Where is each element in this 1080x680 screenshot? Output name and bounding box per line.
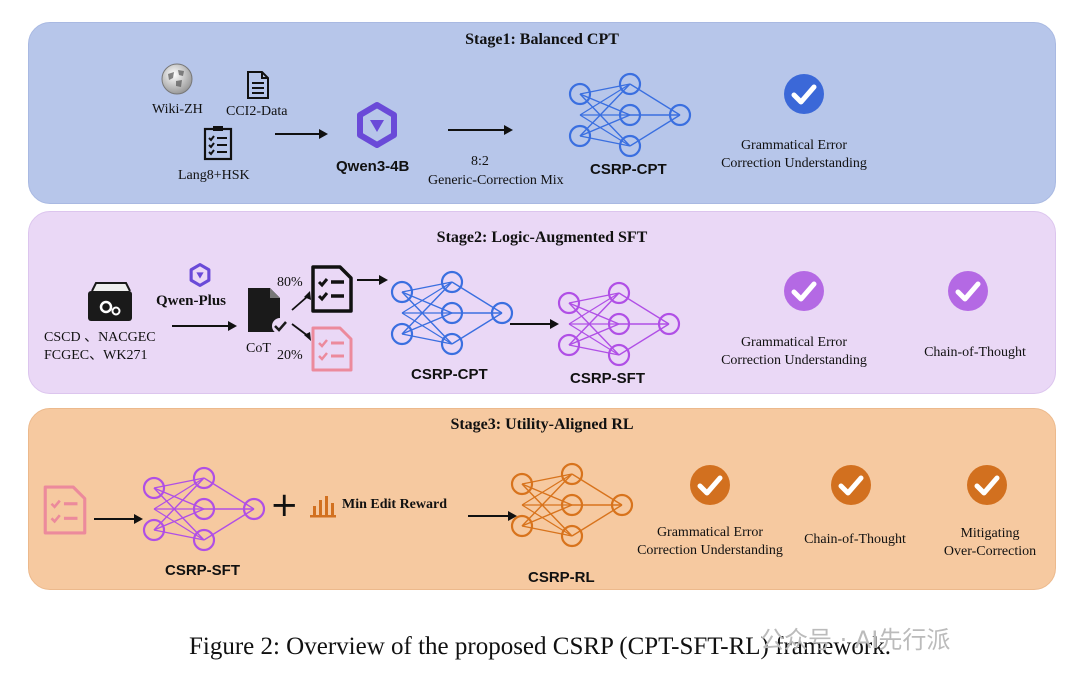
qwen3-4b-label: Qwen3-4B: [336, 158, 410, 175]
csrp-sft-network-icon: [557, 281, 681, 367]
wiki-zh-label: Wiki-ZH: [152, 102, 203, 117]
stage1-panel: Stage1: Balanced CPT: [28, 22, 1056, 204]
document-icon: [247, 71, 269, 99]
check-circle-icon: [948, 271, 988, 311]
stage3-csrp-sft-label: CSRP-SFT: [165, 562, 240, 579]
csrp-cpt-network-icon: [568, 72, 692, 158]
pct-low-label: 20%: [277, 348, 303, 363]
cci2-data-label: CCI2-Data: [226, 104, 288, 119]
checklist-pink-icon: [311, 326, 353, 372]
arrow-icon: [94, 514, 143, 524]
watermark: 公众号 · AI先行派: [760, 626, 951, 654]
min-edit-reward-label: Min Edit Reward: [342, 497, 447, 512]
lang8-hsk-label: Lang8+HSK: [178, 168, 250, 183]
csrp-sft-network-icon: [142, 466, 266, 552]
stage2-csrp-cpt-label: CSRP-CPT: [411, 366, 488, 383]
arrow-icon: [357, 275, 388, 285]
arrow-icon: [468, 511, 517, 521]
stage3-title: Stage3: Utility-Aligned RL: [450, 416, 634, 433]
csrp-rl-network-icon: [510, 462, 634, 548]
pct-high-label: 80%: [277, 275, 303, 290]
stage2-capability1-line2: Correction Understanding: [721, 353, 867, 368]
mix-ratio-label: 8:2: [471, 154, 489, 169]
qwen-plus-label: Qwen-Plus: [156, 293, 227, 309]
arrow-icon: [275, 129, 328, 139]
stage2-capability1-line1: Grammatical Error: [740, 335, 848, 350]
stage2-capability2: Chain-of-Thought: [924, 345, 1026, 360]
check-circle-icon: [831, 465, 871, 505]
stage3-capability3-line1: Mitigating: [960, 526, 1020, 541]
stage2-panel: Stage2: Logic-Augmented SFT: [28, 211, 1056, 394]
check-circle-icon: [784, 271, 824, 311]
check-circle-icon: [967, 465, 1007, 505]
arrow-icon: [448, 125, 513, 135]
arrow-icon: [172, 321, 237, 331]
branch-arrows-icon: [291, 291, 311, 341]
checklist-icon: [203, 126, 233, 161]
stage3-capability1-line1: Grammatical Error: [656, 525, 764, 540]
bar-chart-icon: [310, 496, 336, 518]
wikipedia-globe-icon: [161, 63, 193, 95]
csrp-rl-label: CSRP-RL: [528, 569, 595, 586]
check-circle-icon: [690, 465, 730, 505]
mix-label: Generic-Correction Mix: [428, 173, 564, 188]
stage2-csrp-sft-label: CSRP-SFT: [570, 370, 645, 387]
checklist-pink-icon: [43, 485, 87, 535]
stage3-capability3-line2: Over-Correction: [943, 544, 1037, 559]
dataset-line2: FCGEC、WK271: [44, 348, 148, 363]
cot-label: CoT: [246, 341, 271, 356]
stage1-capability-line2: Correction Understanding: [721, 156, 867, 171]
csrp-cpt-network-icon: [390, 270, 514, 356]
checklist-icon: [311, 265, 353, 313]
plus-sign: +: [270, 485, 299, 525]
qwen-logo-icon: [189, 263, 211, 287]
stage1-title: Stage1: Balanced CPT: [465, 31, 619, 48]
figure-caption: Figure 2: Overview of the proposed CSRP …: [188, 633, 892, 660]
stage3-capability1-line2: Correction Understanding: [637, 543, 783, 558]
check-circle-icon: [784, 74, 824, 114]
dataset-line1: CSCD 、NACGEC: [44, 330, 156, 345]
stage3-capability2: Chain-of-Thought: [804, 532, 906, 547]
csrp-cpt-label: CSRP-CPT: [590, 161, 667, 178]
cot-document-icon: [248, 288, 288, 334]
stage1-capability-line1: Grammatical Error: [740, 138, 848, 153]
qwen-logo-icon: [357, 102, 397, 148]
arrow-icon: [510, 319, 559, 329]
stage2-title: Stage2: Logic-Augmented SFT: [436, 229, 648, 246]
dataset-folder-icon: [88, 282, 132, 321]
